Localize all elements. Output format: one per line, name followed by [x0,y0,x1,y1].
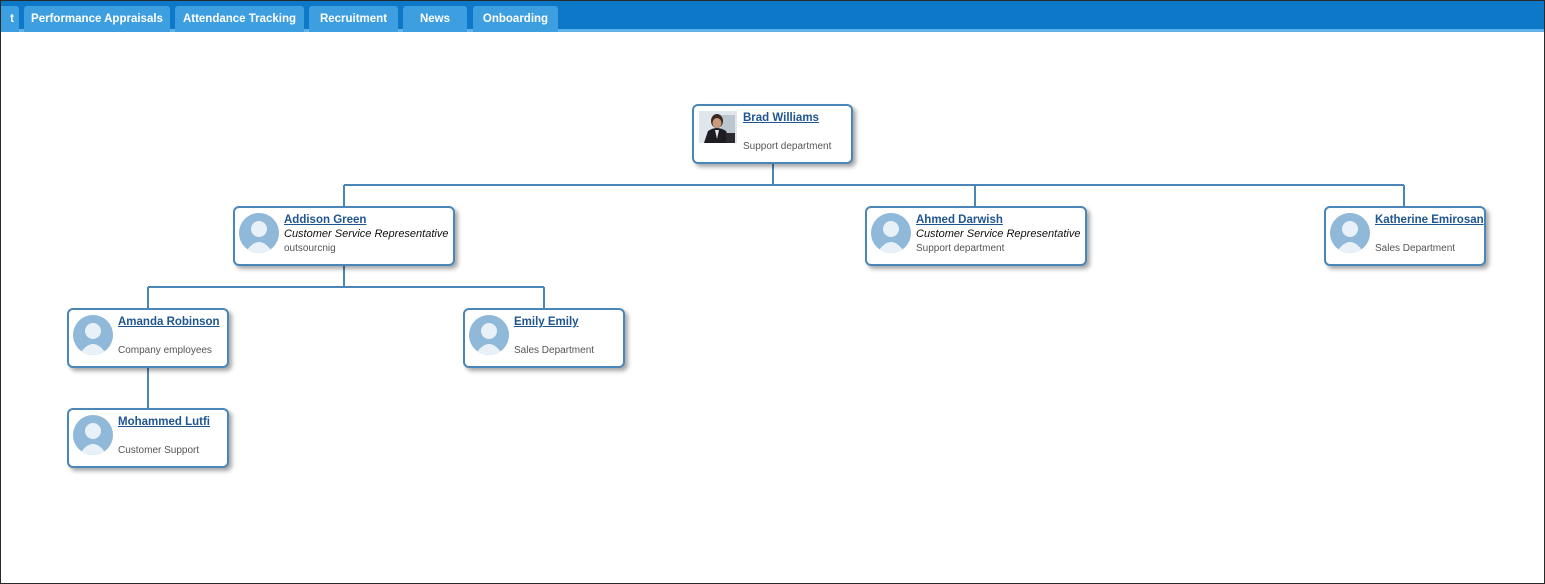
user-silhouette-icon [1330,213,1370,253]
org-card-katherine-emirosan[interactable]: Katherine Emirosan Sales Department [1324,206,1486,266]
tab-recruitment[interactable]: Recruitment [309,6,398,32]
employee-department: outsourcnig [284,243,336,254]
employee-department: Support department [743,141,832,152]
employee-department: Company employees [118,345,212,356]
employee-department: Support department [916,243,1005,254]
org-card-mohammed-lutfi[interactable]: Mohammed Lutfi Customer Support [67,408,229,468]
employee-title: Customer Service Representative [916,228,1081,240]
employee-name-link[interactable]: Emily Emily [514,316,579,328]
employee-name-link[interactable]: Addison Green [284,214,367,226]
org-card-amanda-robinson[interactable]: Amanda Robinson Company employees [67,308,229,368]
employee-department: Sales Department [1375,243,1456,254]
user-silhouette-icon [73,415,113,455]
employee-name-link[interactable]: Mohammed Lutfi [118,416,210,428]
user-silhouette-icon [239,213,279,253]
tab-attendance-tracking[interactable]: Attendance Tracking [175,6,304,32]
user-silhouette-icon [469,315,509,355]
employee-name-link[interactable]: Brad Williams [743,112,819,124]
tab-onboarding[interactable]: Onboarding [473,6,558,32]
employee-name-link[interactable]: Amanda Robinson [118,316,220,328]
employee-name-link[interactable]: Ahmed Darwish [916,214,1003,226]
employee-department: Sales Department [514,345,595,356]
user-silhouette-icon [871,213,911,253]
top-tab-bar: t Performance Appraisals Attendance Trac… [1,1,1544,32]
employee-department: Customer Support [118,445,200,456]
org-card-brad-williams[interactable]: Brad Williams Support department [692,104,853,164]
employee-title: Customer Service Representative [284,228,449,240]
tab-news[interactable]: News [403,6,467,32]
org-card-addison-green[interactable]: Addison Green Customer Service Represent… [233,206,455,266]
employee-name-link[interactable]: Katherine Emirosan [1375,214,1484,226]
tab-truncated[interactable]: t [1,6,19,32]
photo-icon [699,111,737,143]
org-card-ahmed-darwish[interactable]: Ahmed Darwish Customer Service Represent… [865,206,1087,266]
org-card-emily-emily[interactable]: Emily Emily Sales Department [463,308,625,368]
user-silhouette-icon [73,315,113,355]
tab-performance-appraisals[interactable]: Performance Appraisals [24,6,170,32]
